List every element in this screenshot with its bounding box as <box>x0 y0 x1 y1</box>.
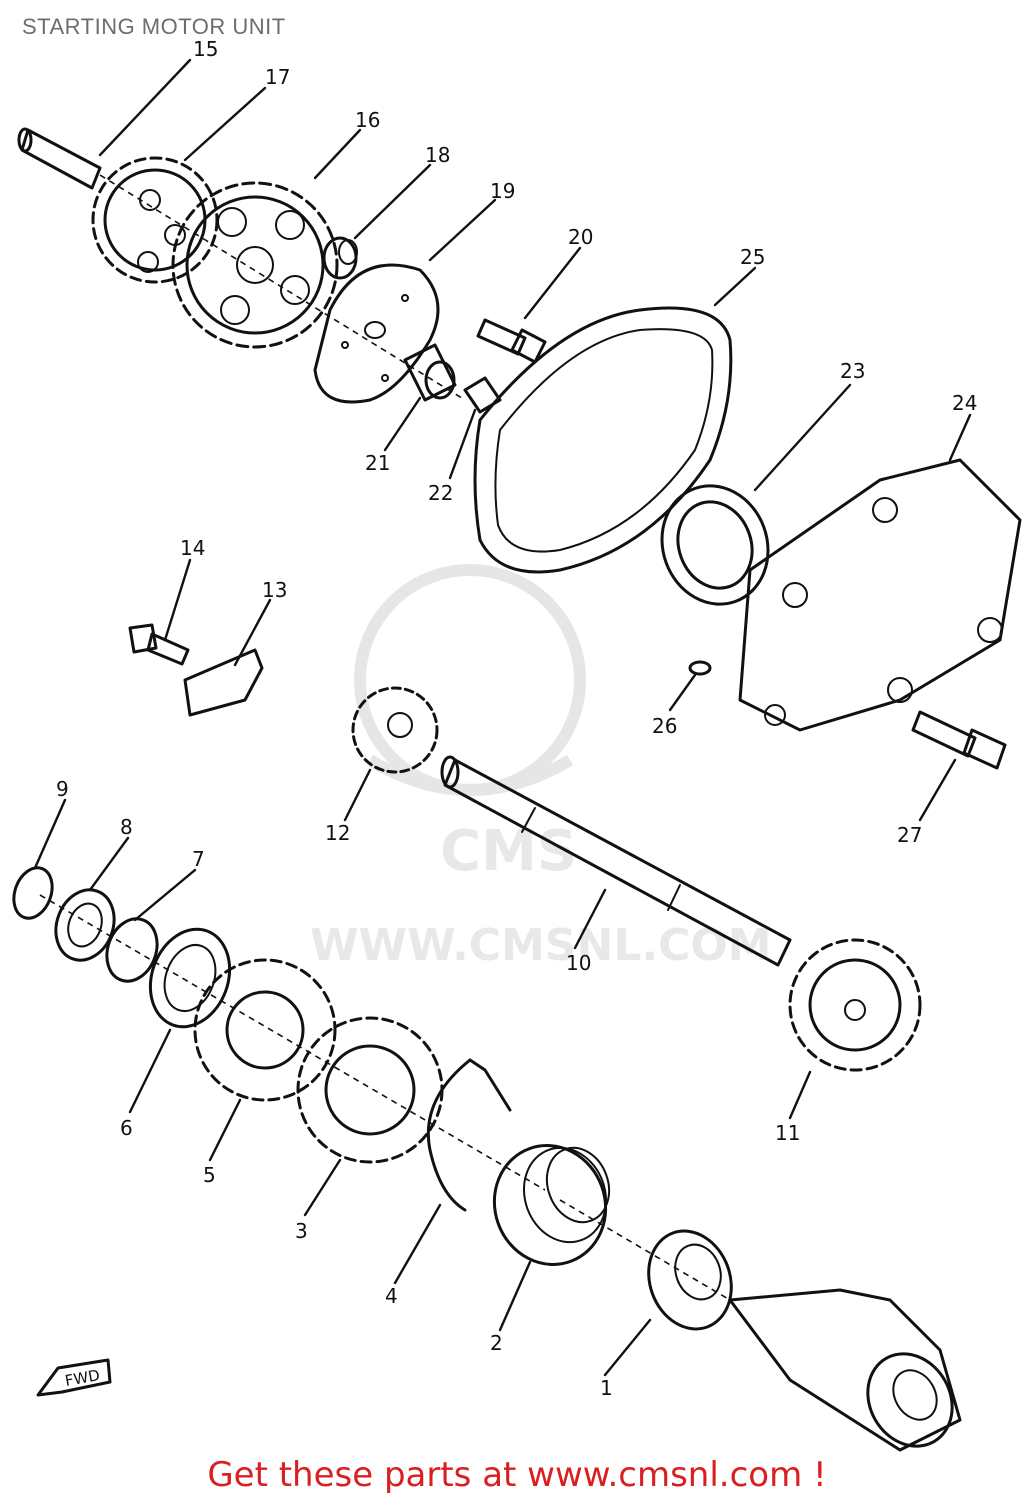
part-27-bolt[interactable] <box>911 710 1007 770</box>
callout-26: 26 <box>652 714 677 738</box>
part-3-gear[interactable] <box>296 1016 444 1164</box>
part-15-shaft[interactable] <box>17 127 102 190</box>
part-4-spring-clip[interactable] <box>426 1058 512 1212</box>
callout-20: 20 <box>568 225 593 249</box>
part-11-gear[interactable] <box>788 938 922 1072</box>
part-23-bearing[interactable] <box>646 471 785 619</box>
part-19-plate[interactable] <box>313 263 440 404</box>
part-13-lock-washer[interactable] <box>183 648 264 717</box>
callout-9: 9 <box>56 777 69 801</box>
part-8-washer[interactable] <box>46 882 123 969</box>
part-26-pin[interactable] <box>688 660 712 676</box>
fwd-label: FWD <box>64 1366 102 1390</box>
page-title: STARTING MOTOR UNIT <box>22 14 286 39</box>
callout-4: 4 <box>385 1284 398 1308</box>
callout-2: 2 <box>490 1331 503 1355</box>
callout-15: 15 <box>193 37 218 61</box>
callout-11: 11 <box>775 1121 800 1145</box>
part-10-shaft[interactable] <box>440 755 792 967</box>
watermark-logo-text: CMS <box>440 819 577 884</box>
alignment-lines <box>39 174 731 1301</box>
leader-lines <box>33 58 972 1377</box>
callout-25: 25 <box>740 245 765 269</box>
callout-22: 22 <box>428 481 453 505</box>
part-1-clutch[interactable] <box>635 1219 744 1340</box>
callout-19: 19 <box>490 179 515 203</box>
callout-21: 21 <box>365 451 390 475</box>
part-21-bushing[interactable] <box>403 343 457 402</box>
callout-27: 27 <box>897 823 922 847</box>
callout-16: 16 <box>355 108 380 132</box>
callout-1: 1 <box>600 1376 613 1400</box>
part-14-bolt[interactable] <box>128 623 190 666</box>
callout-7: 7 <box>192 847 205 871</box>
part-24-bracket[interactable] <box>738 458 1022 732</box>
part-12-gear[interactable] <box>351 686 439 774</box>
callout-6: 6 <box>120 1116 133 1140</box>
watermark-url-text: WWW.CMSNL.COM <box>310 920 772 971</box>
callout-12: 12 <box>325 821 350 845</box>
callout-18: 18 <box>425 143 450 167</box>
callout-labels: 1 2 3 4 5 6 7 8 9 10 11 12 13 14 15 16 1… <box>56 37 977 1400</box>
part-5-gear[interactable] <box>193 958 337 1102</box>
part-17-gear[interactable] <box>91 156 219 284</box>
starter-motor[interactable] <box>728 1288 969 1462</box>
callout-5: 5 <box>203 1163 216 1187</box>
callout-8: 8 <box>120 815 133 839</box>
footer-parts-link[interactable]: Get these parts at www.cmsnl.com ! <box>207 1455 827 1495</box>
callout-10: 10 <box>566 951 591 975</box>
part-25-gasket[interactable] <box>473 306 733 574</box>
callout-13: 13 <box>262 578 287 602</box>
part-2-ring[interactable] <box>478 1130 622 1280</box>
fwd-arrow-icon: FWD <box>36 1358 112 1397</box>
callout-14: 14 <box>180 536 205 560</box>
callout-23: 23 <box>840 359 865 383</box>
callout-24: 24 <box>952 391 977 415</box>
part-16-gear[interactable] <box>171 181 339 349</box>
part-22-clip[interactable] <box>463 376 502 414</box>
part-7-circlip[interactable] <box>99 912 166 989</box>
part-20-bolt[interactable] <box>476 318 547 364</box>
callout-3: 3 <box>295 1219 308 1243</box>
callout-17: 17 <box>265 65 290 89</box>
part-9-circlip[interactable] <box>7 862 59 923</box>
part-18-collar[interactable] <box>322 236 358 280</box>
